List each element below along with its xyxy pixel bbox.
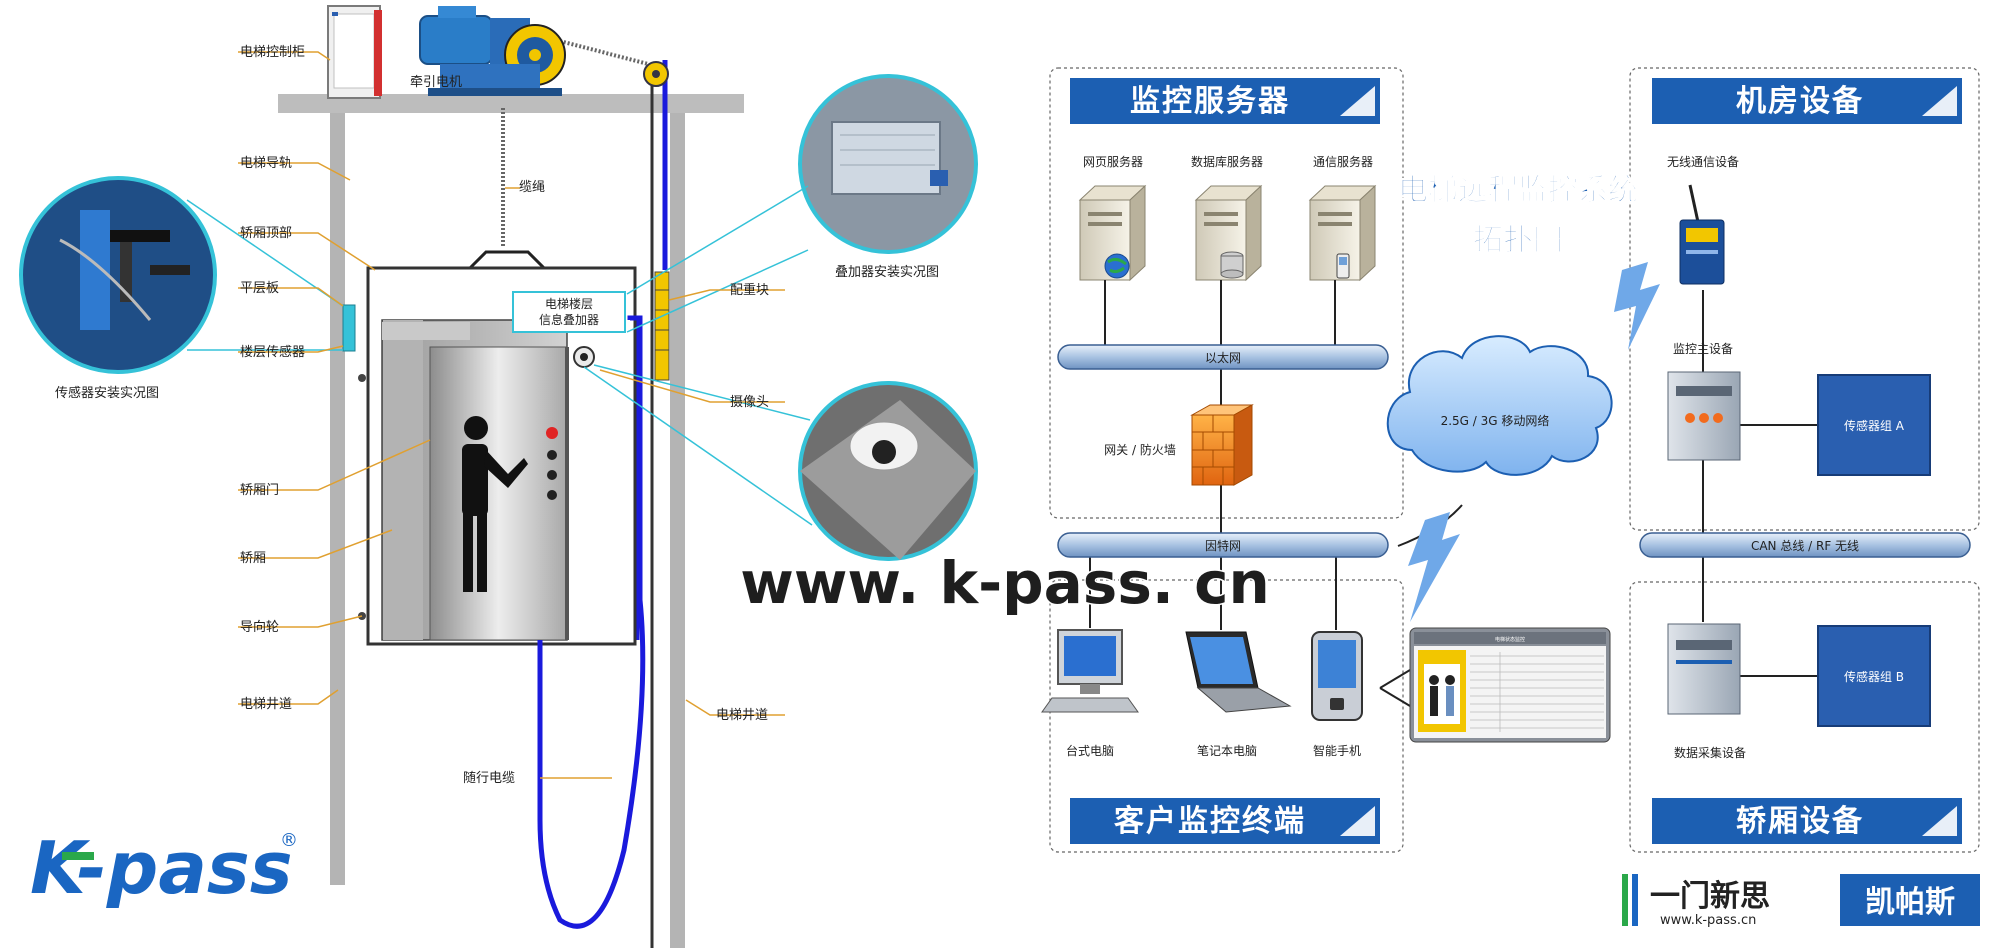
guide-rail-left (330, 113, 345, 885)
svg-text:CAN 总线 / RF 无线: CAN 总线 / RF 无线 (1751, 539, 1859, 553)
label-overlay-photo: 叠加器安装实况图 (835, 265, 939, 280)
topology-diagram: 监控服务器 机房设备 客户监控终端 轿厢设备 电梯远程监控系统 拓扑图 网页服务… (1041, 67, 1980, 928)
label-traction-motor: 牵引电机 (410, 75, 462, 90)
label-guide-rail: 电梯导轨 (240, 156, 292, 171)
mobile-network-cloud: 2.5G / 3G 移动网络 (1386, 335, 1613, 476)
app-screen-title: 电梯状态监控 (1495, 636, 1525, 643)
logo-registered-mark: ® (280, 830, 298, 851)
control-cabinet (327, 5, 382, 99)
label-shaft-right: 电梯井道 (716, 708, 768, 723)
svg-text:以太网: 以太网 (1205, 350, 1241, 365)
svg-text:传感器组 A: 传感器组 A (1844, 418, 1905, 433)
call-button (547, 470, 557, 480)
monitoring-app-screenshot: 电梯状态监控 (1409, 627, 1611, 743)
brand-badge: 凯帕斯 (1865, 885, 1955, 920)
guide-rail-right (670, 113, 685, 948)
data-collector-icon (1667, 623, 1741, 715)
label-leaders (238, 51, 785, 779)
wireless-device-icon (1679, 184, 1725, 285)
section-frames (1049, 67, 1980, 853)
label-floor-sensor: 楼层传感器 (240, 344, 305, 360)
header-client-terminal: 客户监控终端 (1070, 798, 1380, 844)
label-db-server: 数据库服务器 (1191, 154, 1263, 169)
sensor-group-a: 传感器组 A (1817, 374, 1931, 476)
call-button (547, 490, 557, 500)
wireless-bolt-icon (1408, 512, 1460, 622)
svg-text:监控服务器: 监控服务器 (1130, 84, 1290, 119)
overlay-install-photo (798, 74, 978, 254)
label-gateway: 网关 / 防火墙 (1104, 442, 1176, 457)
brand-url: www.k-pass.cn (1660, 913, 1756, 928)
brand-footer: 一门新思 www.k-pass.cn 凯帕斯 (1622, 874, 1980, 928)
label-data-collector: 数据采集设备 (1674, 745, 1746, 760)
sensor-group-b: 传感器组 B (1817, 625, 1931, 727)
guide-wheel (358, 374, 366, 382)
watermark-url: www. k-pass. cn (740, 549, 1270, 617)
comm-server-icon (1308, 184, 1377, 282)
label-wireless-device: 无线通信设备 (1667, 155, 1739, 169)
can-bus: CAN 总线 / RF 无线 (1639, 532, 1971, 558)
label-smartphone: 智能手机 (1313, 743, 1361, 758)
label-guide-wheel: 导向轮 (240, 619, 279, 635)
label-car-door: 轿厢门 (240, 483, 279, 498)
header-car-equipment: 轿厢设备 (1652, 798, 1962, 844)
person-icon (462, 416, 528, 592)
machine-room-beam (278, 94, 744, 113)
kpass-logo: K-pass ® (30, 826, 298, 910)
header-machine-room: 机房设备 (1652, 78, 1962, 124)
svg-text:机房设备: 机房设备 (1736, 84, 1864, 119)
overlay-device-box (512, 291, 626, 333)
label-counterweight: 配重块 (730, 282, 769, 298)
header-servers: 监控服务器 (1070, 78, 1380, 124)
trailing-cable (537, 315, 646, 929)
leveling-plate (342, 304, 356, 352)
elevator-shaft-illustration: 电梯楼层 信息叠加器 (19, 5, 978, 948)
traction-motor (419, 6, 566, 96)
smartphone-icon (1311, 631, 1363, 721)
brand-cn-name: 一门新思 (1650, 879, 1770, 914)
svg-text:客户监控终端: 客户监控终端 (1114, 804, 1306, 839)
wireless-bolt-icon (1614, 262, 1660, 350)
db-server-icon (1194, 184, 1263, 282)
firewall-icon (1190, 404, 1254, 486)
svg-text:2.5G / 3G 移动网络: 2.5G / 3G 移动网络 (1441, 413, 1550, 428)
label-camera: 摄像头 (730, 395, 769, 410)
svg-text:轿厢设备: 轿厢设备 (1736, 804, 1864, 839)
overlay-device-label-1: 电梯楼层 (545, 296, 593, 311)
sensor-install-photo (19, 176, 217, 374)
label-web-server: 网页服务器 (1083, 154, 1143, 169)
counterweight-block (654, 271, 670, 381)
system-title-line1: 电梯远程监控系统 (1398, 173, 1638, 208)
logo-text: K-pass (30, 826, 293, 910)
label-leveling-plate: 平层板 (240, 281, 279, 296)
label-monitor-host: 监控主设备 (1673, 342, 1733, 356)
ethernet-bus: 以太网 (1057, 344, 1389, 370)
svg-text:传感器组 B: 传感器组 B (1844, 669, 1904, 684)
label-car-top: 轿厢顶部 (240, 226, 292, 241)
web-server-icon (1078, 184, 1147, 282)
laptop-icon (1185, 631, 1292, 713)
monitor-host-icon (1667, 371, 1741, 461)
label-car: 轿厢 (240, 551, 266, 566)
svg-text:因特网: 因特网 (1205, 538, 1241, 553)
label-comm-server: 通信服务器 (1313, 154, 1373, 169)
call-button (547, 450, 557, 460)
call-button-red (546, 427, 558, 439)
elevator-car: 电梯楼层 信息叠加器 (366, 266, 637, 646)
camera-install-photo (798, 381, 978, 561)
system-title-line2: 拓扑图 (1473, 223, 1563, 258)
label-shaft-left: 电梯井道 (240, 697, 292, 712)
label-laptop: 笔记本电脑 (1197, 743, 1257, 758)
label-sensor-photo: 传感器安装实况图 (55, 385, 159, 401)
label-desktop: 台式电脑 (1066, 743, 1114, 758)
label-trailing-cable: 随行电缆 (463, 770, 515, 786)
connector-lines (1089, 280, 1818, 707)
label-rope: 缆绳 (519, 179, 545, 195)
overlay-device-label-2: 信息叠加器 (539, 312, 599, 327)
internet-bus: 因特网 (1057, 532, 1389, 558)
label-control-cabinet: 电梯控制柜 (240, 45, 305, 60)
desktop-computer-icon (1041, 629, 1139, 713)
